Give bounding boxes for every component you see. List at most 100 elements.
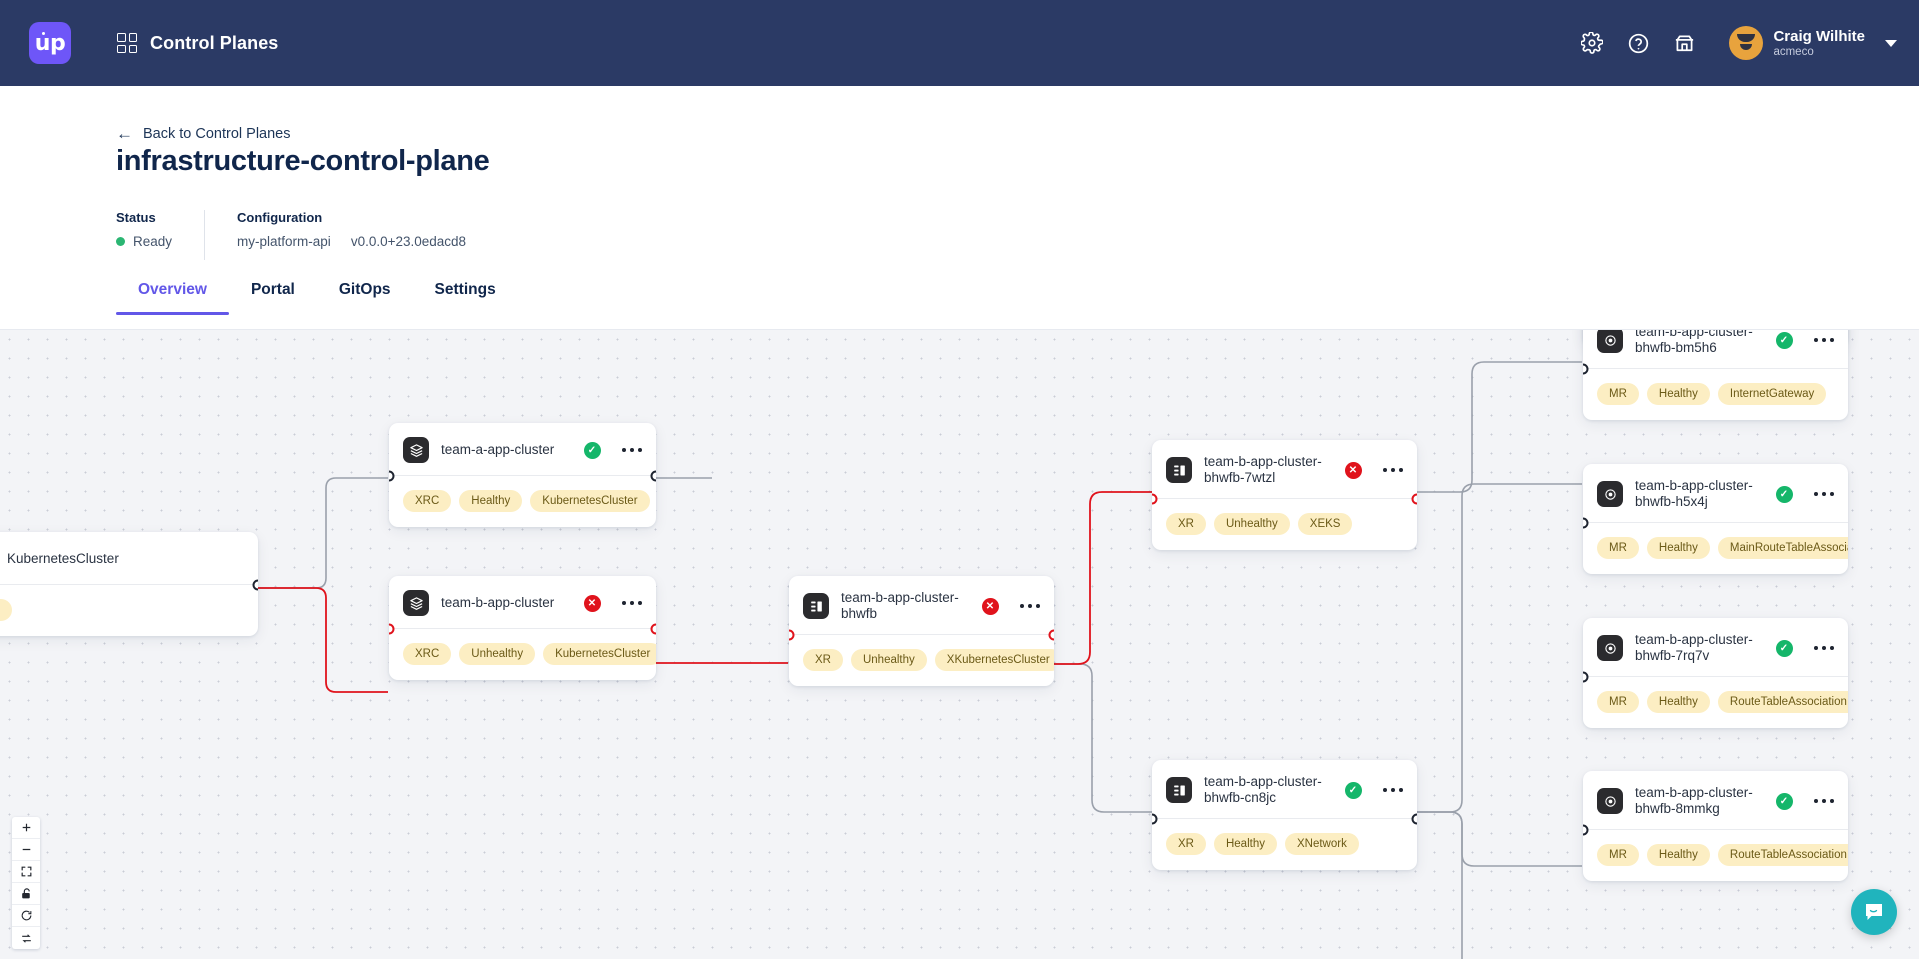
port-left[interactable] <box>789 629 795 640</box>
graph-node-team-b-app-cluster[interactable]: team-b-app-cluster ✕ XRC Unhealthy Kuber… <box>389 576 656 680</box>
graph-node-team-b-app-cluster-bhwfb-8mmkg[interactable]: team-b-app-cluster-bhwfb-8mmkg ✓ MR Heal… <box>1583 771 1848 881</box>
node-menu-button[interactable] <box>621 600 642 606</box>
upbound-logo[interactable]: up <box>29 22 71 64</box>
port-left[interactable] <box>1583 517 1589 528</box>
graph-node-team-b-app-cluster-bhwfb-bm5h6[interactable]: team-b-app-cluster-bhwfb-bm5h6 ✓ MR Heal… <box>1583 330 1848 420</box>
node-title: team-a-app-cluster <box>441 442 555 457</box>
node-tags: XR Unhealthy XEKS <box>1152 499 1417 550</box>
managed-resource-icon <box>1597 788 1623 814</box>
resource-graph-canvas[interactable]: K KubernetesCluster API team-a-app-clust… <box>0 330 1919 959</box>
logo-text: up <box>34 30 66 56</box>
chat-bubble-icon[interactable] <box>1851 889 1897 935</box>
node-menu-button[interactable] <box>621 447 642 453</box>
port-left[interactable] <box>389 623 395 634</box>
graph-node-team-b-app-cluster-bhwfb[interactable]: team-b-app-cluster-bhwfb ✕ XR Unhealthy … <box>789 576 1054 686</box>
configuration-block: Configuration my-platform-api v0.0.0+23.… <box>237 210 466 249</box>
port-right[interactable] <box>650 623 656 634</box>
avatar <box>1729 26 1764 60</box>
tag: Unhealthy <box>459 643 536 665</box>
layers-icon <box>403 437 429 463</box>
zoom-out-icon[interactable] <box>12 839 40 861</box>
tag: XKubernetesCluster <box>934 649 1054 671</box>
status-block: Status Ready <box>116 210 172 249</box>
layers-icon <box>403 590 429 616</box>
configuration-label: Configuration <box>237 210 323 225</box>
graph-edges <box>258 361 1582 959</box>
node-menu-button[interactable] <box>1813 645 1834 651</box>
refresh-icon[interactable] <box>12 905 40 927</box>
tag: MR <box>1597 383 1639 405</box>
meta-divider <box>204 210 206 260</box>
back-to-control-planes-link[interactable]: ← Back to Control Planes <box>116 125 291 142</box>
graph-node-team-b-app-cluster-bhwfb-7rq7v[interactable]: team-b-app-cluster-bhwfb-7rq7v ✓ MR Heal… <box>1583 618 1848 728</box>
port-right[interactable] <box>1411 813 1417 824</box>
port-left[interactable] <box>1152 493 1158 504</box>
node-tags: XRC Unhealthy KubernetesCluster <box>389 629 656 680</box>
port-left[interactable] <box>1583 824 1589 835</box>
port-right[interactable] <box>1411 493 1417 504</box>
user-menu[interactable]: Craig Wilhite acmeco <box>1729 26 1897 60</box>
configuration-name: my-platform-api <box>237 234 331 249</box>
graph-node-team-a-app-cluster[interactable]: team-a-app-cluster ✓ XRC Healthy Kuberne… <box>389 423 656 527</box>
configuration-version: v0.0.0+23.0edacd8 <box>350 234 467 249</box>
tag: MR <box>1597 844 1639 866</box>
tag: XR <box>1166 513 1206 535</box>
graph-controls <box>12 817 40 949</box>
node-header: K KubernetesCluster <box>0 532 258 584</box>
node-menu-button[interactable] <box>1813 798 1834 804</box>
port-right[interactable] <box>1048 629 1054 640</box>
port-left[interactable] <box>389 470 395 481</box>
page-header: ← Back to Control Planes infrastructure-… <box>0 86 1919 330</box>
status-badge-healthy: ✓ <box>1344 781 1362 799</box>
tag: Healthy <box>1646 691 1710 713</box>
node-divider <box>789 629 1054 640</box>
graph-node-kubernetes-cluster[interactable]: K KubernetesCluster API <box>0 532 258 636</box>
port-left[interactable] <box>1583 363 1589 374</box>
tag: Unhealthy <box>850 649 927 671</box>
managed-resource-icon <box>1597 330 1623 353</box>
tag: InternetGateway <box>1717 383 1827 405</box>
tag: Healthy <box>1646 537 1710 559</box>
node-menu-button[interactable] <box>1813 491 1834 497</box>
tab-overview[interactable]: Overview <box>116 281 229 315</box>
node-menu-button[interactable] <box>1813 337 1834 343</box>
node-tags: XR Unhealthy XKubernetesCluster <box>789 635 1054 686</box>
status-badge: Ready <box>116 234 172 249</box>
tab-bar: Overview Portal GitOps Settings <box>116 281 518 315</box>
node-divider <box>1152 493 1417 504</box>
port-left[interactable] <box>1152 813 1158 824</box>
status-badge-healthy: ✓ <box>1775 331 1793 349</box>
user-org: acmeco <box>1773 45 1814 58</box>
gear-icon[interactable] <box>1569 20 1615 66</box>
marketplace-icon[interactable] <box>1661 20 1707 66</box>
node-header: team-a-app-cluster ✓ <box>389 423 656 475</box>
port-left[interactable] <box>1583 671 1589 682</box>
port-right[interactable] <box>252 579 258 590</box>
nav-control-planes[interactable]: Control Planes <box>117 33 278 54</box>
node-menu-button[interactable] <box>1019 603 1040 609</box>
fit-view-icon[interactable] <box>12 861 40 883</box>
graph-node-team-b-app-cluster-bhwfb-h5x4j[interactable]: team-b-app-cluster-bhwfb-h5x4j ✓ MR Heal… <box>1583 464 1848 574</box>
zoom-in-icon[interactable] <box>12 817 40 839</box>
lock-icon[interactable] <box>12 883 40 905</box>
tag: KubernetesCluster <box>543 643 656 665</box>
status-badge-healthy: ✓ <box>1775 639 1793 657</box>
tag: XR <box>1166 833 1206 855</box>
node-tags: MR Healthy InternetGateway <box>1583 369 1848 420</box>
graph-node-team-b-app-cluster-bhwfb-7wtzl[interactable]: team-b-app-cluster-bhwfb-7wtzl ✕ XR Unhe… <box>1152 440 1417 550</box>
node-menu-button[interactable] <box>1382 787 1403 793</box>
tab-portal[interactable]: Portal <box>250 281 295 298</box>
status-label: Status <box>116 210 156 225</box>
graph-node-team-b-app-cluster-bhwfb-cn8jc[interactable]: team-b-app-cluster-bhwfb-cn8jc ✓ XR Heal… <box>1152 760 1417 870</box>
tab-settings[interactable]: Settings <box>434 281 496 298</box>
sync-icon[interactable] <box>12 927 40 949</box>
port-right[interactable] <box>650 470 656 481</box>
tab-gitops[interactable]: GitOps <box>338 281 391 298</box>
help-circle-icon[interactable] <box>1615 20 1661 66</box>
chevron-down-icon <box>1885 39 1897 47</box>
tag: API <box>0 599 12 621</box>
node-menu-button[interactable] <box>1382 467 1403 473</box>
node-header: team-b-app-cluster-bhwfb-7wtzl ✕ <box>1152 440 1417 498</box>
tag: XEKS <box>1297 513 1353 535</box>
tag: RouteTableAssociation <box>1717 691 1848 713</box>
